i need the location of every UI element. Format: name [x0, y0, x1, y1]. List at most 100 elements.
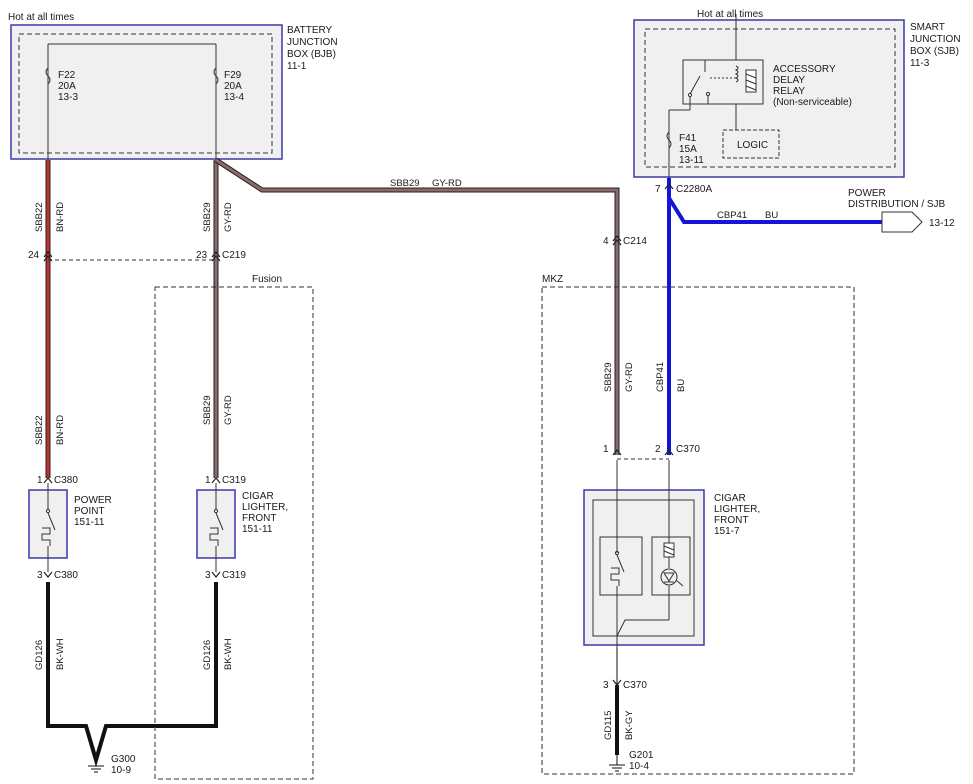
bjb-ref: 11-1 — [287, 61, 307, 72]
wire-label-gyrd-top: GY-RD — [223, 202, 234, 232]
power-distribution-connector — [881, 211, 923, 233]
relay-label-3: RELAY — [773, 86, 805, 97]
c2280a-name: C2280A — [676, 184, 712, 195]
sjb-title-2: JUNCTION — [910, 34, 961, 45]
cigar-mkz-label-2: LIGHTER, — [714, 504, 760, 515]
fuse-f41-rating: 15A — [679, 144, 697, 155]
c319-top-pin: 1 — [205, 475, 211, 486]
c319-bot-pin: 3 — [205, 570, 211, 581]
wire-gd126 — [46, 582, 218, 773]
power-point-component — [28, 483, 68, 572]
wire-label-cbp41-horiz: CBP41 — [717, 210, 747, 221]
bjb-title-3: BOX (BJB) — [287, 49, 336, 60]
fuse-f29-name: F29 — [224, 70, 242, 81]
wire-sbb29-mkz — [214, 157, 620, 455]
bjb-title-1: BATTERY — [287, 25, 333, 36]
relay-label-1: ACCESSORY — [773, 64, 836, 75]
wire-label-sbb22-mid: SBB22 — [34, 415, 45, 445]
wire-label-gyrd-mid: GY-RD — [223, 395, 234, 425]
fuse-f41-name: F41 — [679, 133, 697, 144]
wire-label-sbb29-horiz: SBB29 — [390, 178, 420, 189]
cigar-fusion-label-3: FRONT — [242, 513, 276, 524]
wire-cbp41 — [667, 178, 882, 455]
power-dist-ref: 13-12 — [929, 218, 955, 229]
wire-label-bnrd-mid: BN-RD — [55, 415, 66, 445]
c380-bot-pin: 3 — [37, 570, 43, 581]
wire-label-bkwh-a: BK-WH — [55, 638, 66, 670]
c219-pin-23: 23 — [196, 250, 208, 261]
c319-bot-name: C319 — [222, 570, 246, 581]
power-point-ref: 151-11 — [74, 517, 105, 528]
wire-label-sbb29-mkz: SBB29 — [603, 362, 614, 392]
cigar-mkz-label-1: CIGAR — [714, 493, 746, 504]
fuse-f22-ref: 13-3 — [58, 92, 78, 103]
wire-label-bnrd-top: BN-RD — [55, 202, 66, 232]
fuse-f29-ref: 13-4 — [224, 92, 244, 103]
relay-label-4: (Non-serviceable) — [773, 97, 852, 108]
wire-label-bkwh-b: BK-WH — [223, 638, 234, 670]
mkz-region — [541, 286, 855, 775]
wire-label-gyrd-horiz: GY-RD — [432, 178, 462, 189]
c370-pin-2: 2 — [655, 444, 661, 455]
cigar-fusion-ref: 151-11 — [242, 524, 273, 535]
mkz-label: MKZ — [542, 274, 563, 285]
c380-bot-name: C380 — [54, 570, 78, 581]
c214-pin: 4 — [603, 236, 609, 247]
wire-label-gd115: GD115 — [603, 711, 614, 740]
bjb-hot-label: Hot at all times — [8, 12, 74, 23]
fuse-f22-name: F22 — [58, 70, 76, 81]
g201-ref: 10-4 — [629, 761, 649, 772]
wire-label-cbp41-vert: CBP41 — [655, 362, 666, 392]
sjb-title-3: BOX (SJB) — [910, 46, 959, 57]
c219-pin-24: 24 — [28, 250, 40, 261]
c319-top-name: C319 — [222, 475, 246, 486]
wire-label-gyrd-mkz: GY-RD — [624, 362, 635, 392]
fuse-f41-ref: 13-11 — [679, 155, 704, 166]
wire-label-gd126-a: GD126 — [34, 640, 45, 670]
wire-label-bu-vert: BU — [676, 379, 687, 392]
power-point-label-2: POINT — [74, 506, 105, 517]
battery-junction-box — [10, 24, 283, 160]
connector-chevrons — [43, 183, 674, 686]
fusion-label: Fusion — [252, 274, 282, 285]
g300-name: G300 — [111, 754, 136, 765]
fusion-region — [154, 286, 314, 780]
sjb-hot-label: Hot at all times — [697, 9, 763, 20]
c2280a-pin: 7 — [655, 184, 661, 195]
smart-junction-box — [633, 14, 905, 178]
cigar-mkz-label-3: FRONT — [714, 515, 748, 526]
wire-label-sbb29-mid: SBB29 — [202, 395, 213, 425]
cigar-fusion-label-1: CIGAR — [242, 491, 274, 502]
sjb-title-1: SMART — [910, 22, 945, 33]
wire-label-gd126-b: GD126 — [202, 640, 213, 670]
c370-bot-pin: 3 — [603, 680, 609, 691]
sjb-ref: 11-3 — [910, 58, 930, 69]
wire-label-sbb22-top: SBB22 — [34, 202, 45, 232]
g300-ref: 10-9 — [111, 765, 131, 776]
bjb-title-2: JUNCTION — [287, 37, 338, 48]
power-point-label-1: POWER — [74, 495, 112, 506]
c380-top-pin: 1 — [37, 475, 43, 486]
c219-name: C219 — [222, 250, 246, 261]
relay-label-2: DELAY — [773, 75, 805, 86]
cigar-mkz-ref: 151-7 — [714, 526, 740, 537]
power-dist-label-1: POWER — [848, 188, 886, 199]
c214-name: C214 — [623, 236, 647, 247]
c370-top-name: C370 — [676, 444, 700, 455]
wire-gd115 — [609, 648, 625, 772]
c380-top-name: C380 — [54, 475, 78, 486]
wire-label-bkgy: BK-GY — [624, 710, 635, 740]
fuse-f29-rating: 20A — [224, 81, 242, 92]
fuse-f22-rating: 20A — [58, 81, 76, 92]
cigar-fusion-label-2: LIGHTER, — [242, 502, 288, 513]
wire-label-bu-horiz: BU — [765, 210, 778, 221]
g201-name: G201 — [629, 750, 654, 761]
c370-bot-name: C370 — [623, 680, 647, 691]
wire-label-sbb29-top: SBB29 — [202, 202, 213, 232]
power-dist-label-2: DISTRIBUTION / SJB — [848, 199, 946, 210]
cigar-lighter-fusion-component — [196, 483, 236, 572]
c370-pin-1: 1 — [603, 444, 609, 455]
logic-label: LOGIC — [737, 140, 768, 151]
cigar-lighter-mkz-component — [583, 460, 705, 648]
